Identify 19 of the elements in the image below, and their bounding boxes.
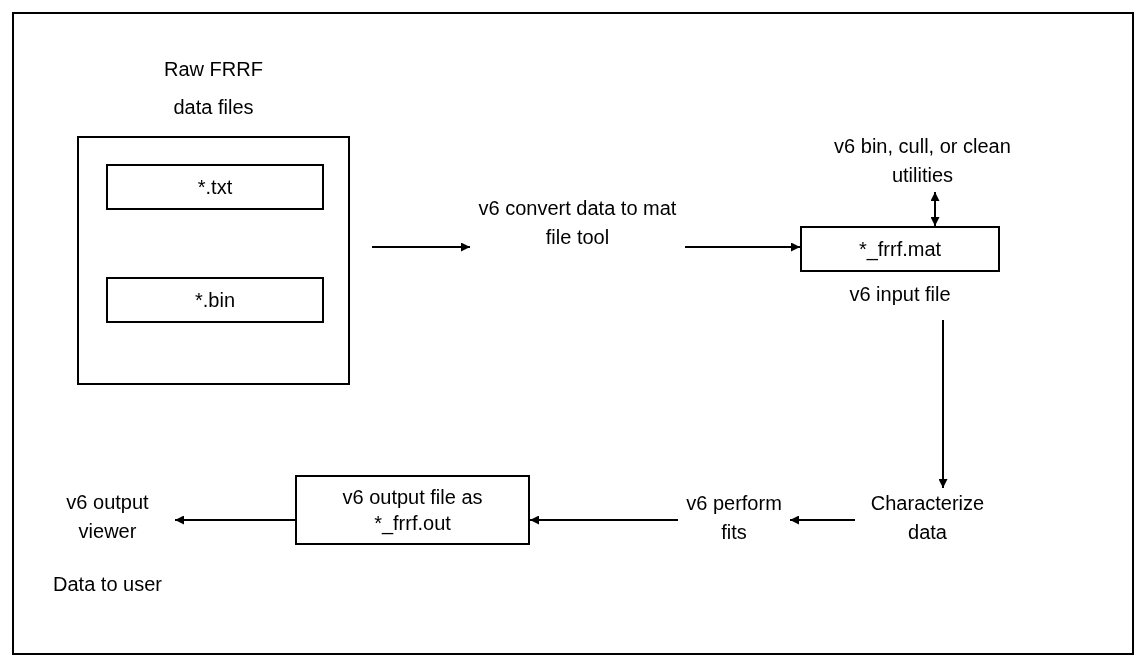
process-box: v6 output file as *_frrf.out: [295, 475, 530, 545]
arrow: [371, 242, 471, 252]
process-box: *_frrf.mat: [800, 226, 1000, 272]
process-box: *.txt: [106, 164, 324, 210]
group-heading: Raw FRRF data files: [163, 57, 264, 120]
arrow: [938, 319, 948, 489]
node-label: v6 convert data to mat file tool: [477, 196, 678, 250]
node-label: v6 perform fits: [685, 491, 783, 545]
node-label: v6 output viewer: [65, 490, 150, 544]
node-label: Characterize data: [869, 491, 986, 545]
arrow: [789, 515, 856, 525]
arrow: [684, 242, 801, 252]
node-label: v6 bin, cull, or clean utilities: [833, 134, 1012, 188]
node-caption: v6 input file: [849, 282, 951, 307]
node-caption: Data to user: [53, 572, 162, 597]
arrow: [174, 515, 296, 525]
arrow: [930, 191, 940, 227]
process-box: *.bin: [106, 277, 324, 323]
arrow: [529, 515, 679, 525]
